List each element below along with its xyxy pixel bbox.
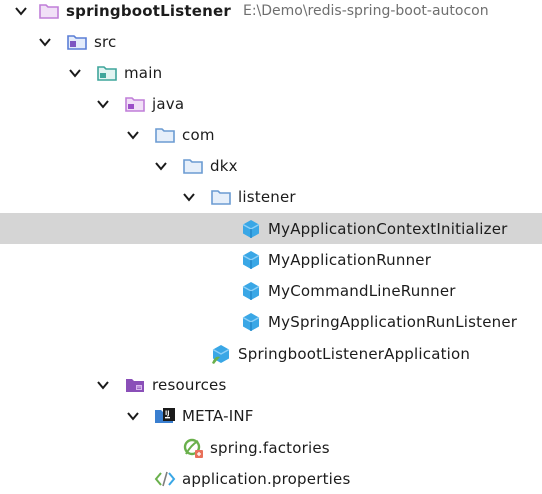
class-label: MyApplicationContextInitializer — [268, 219, 508, 238]
chevron-down-icon[interactable] — [38, 35, 52, 49]
file-label-factories: spring.factories — [210, 438, 330, 457]
java-class-icon — [240, 280, 262, 302]
tree-row-main[interactable]: main — [0, 57, 542, 88]
chevron-down-icon[interactable] — [96, 97, 110, 111]
spring-boot-class-icon — [210, 343, 232, 365]
svg-text:IJ: IJ — [165, 410, 169, 417]
chevron-down-icon[interactable] — [68, 66, 82, 80]
tree-row-java[interactable]: java — [0, 88, 542, 119]
java-class-icon — [240, 249, 262, 271]
tree-row-class[interactable]: MySpringApplicationRunListener — [0, 306, 542, 337]
folder-label-java: java — [152, 94, 185, 113]
tree-row-com[interactable]: com — [0, 119, 542, 150]
source-root-folder-icon — [66, 31, 88, 53]
folder-label-listener: listener — [238, 187, 296, 206]
app-class-label: SpringbootListenerApplication — [238, 344, 471, 363]
tree-row-class[interactable]: MyApplicationContextInitializer — [0, 213, 542, 244]
chevron-down-icon[interactable] — [182, 190, 196, 204]
tree-row-resources[interactable]: resources — [0, 369, 542, 400]
tree-row-project[interactable]: springbootListener E:\Demo\redis-spring-… — [0, 0, 542, 26]
package-folder-icon — [154, 124, 176, 146]
tree-row-dkx[interactable]: dkx — [0, 150, 542, 181]
java-class-icon — [240, 218, 262, 240]
chevron-down-icon[interactable] — [96, 378, 110, 392]
chevron-down-icon[interactable] — [126, 409, 140, 423]
folder-icon — [96, 62, 118, 84]
folder-label-meta-inf: META-INF — [182, 406, 254, 425]
package-folder-icon — [182, 155, 204, 177]
class-label: MySpringApplicationRunListener — [268, 312, 518, 331]
tree-row-class[interactable]: MyApplicationRunner — [0, 244, 542, 275]
source-folder-icon — [124, 93, 146, 115]
tree-row-properties[interactable]: application.properties — [0, 463, 542, 494]
meta-inf-folder-icon: IJ — [154, 405, 176, 427]
folder-label-src: src — [94, 32, 117, 51]
class-label: MyCommandLineRunner — [268, 281, 456, 300]
tree-row-app-class[interactable]: SpringbootListenerApplication — [0, 338, 542, 369]
project-path: E:\Demo\redis-spring-boot-autocon — [242, 2, 489, 19]
folder-label-main: main — [124, 63, 163, 82]
class-label: MyApplicationRunner — [268, 250, 432, 269]
chevron-down-icon[interactable] — [14, 4, 28, 18]
resources-folder-icon — [124, 374, 146, 396]
tree-row-src[interactable]: src — [0, 26, 542, 57]
tree-row-meta-inf[interactable]: IJ META-INF — [0, 400, 542, 431]
folder-label-resources: resources — [152, 375, 227, 394]
tree-row-class[interactable]: MyCommandLineRunner — [0, 275, 542, 306]
chevron-down-icon[interactable] — [154, 159, 168, 173]
module-folder-icon — [38, 0, 60, 22]
package-folder-icon — [210, 186, 232, 208]
folder-label-dkx: dkx — [210, 156, 238, 175]
file-label-properties: application.properties — [182, 469, 351, 488]
properties-file-icon — [154, 468, 176, 490]
folder-label-com: com — [182, 125, 215, 144]
tree-row-listener[interactable]: listener — [0, 181, 542, 212]
java-class-icon — [240, 311, 262, 333]
tree-row-factories[interactable]: spring.factories — [0, 432, 542, 463]
project-name: springbootListener — [66, 1, 231, 20]
spring-factories-icon — [182, 437, 204, 459]
chevron-down-icon[interactable] — [126, 128, 140, 142]
